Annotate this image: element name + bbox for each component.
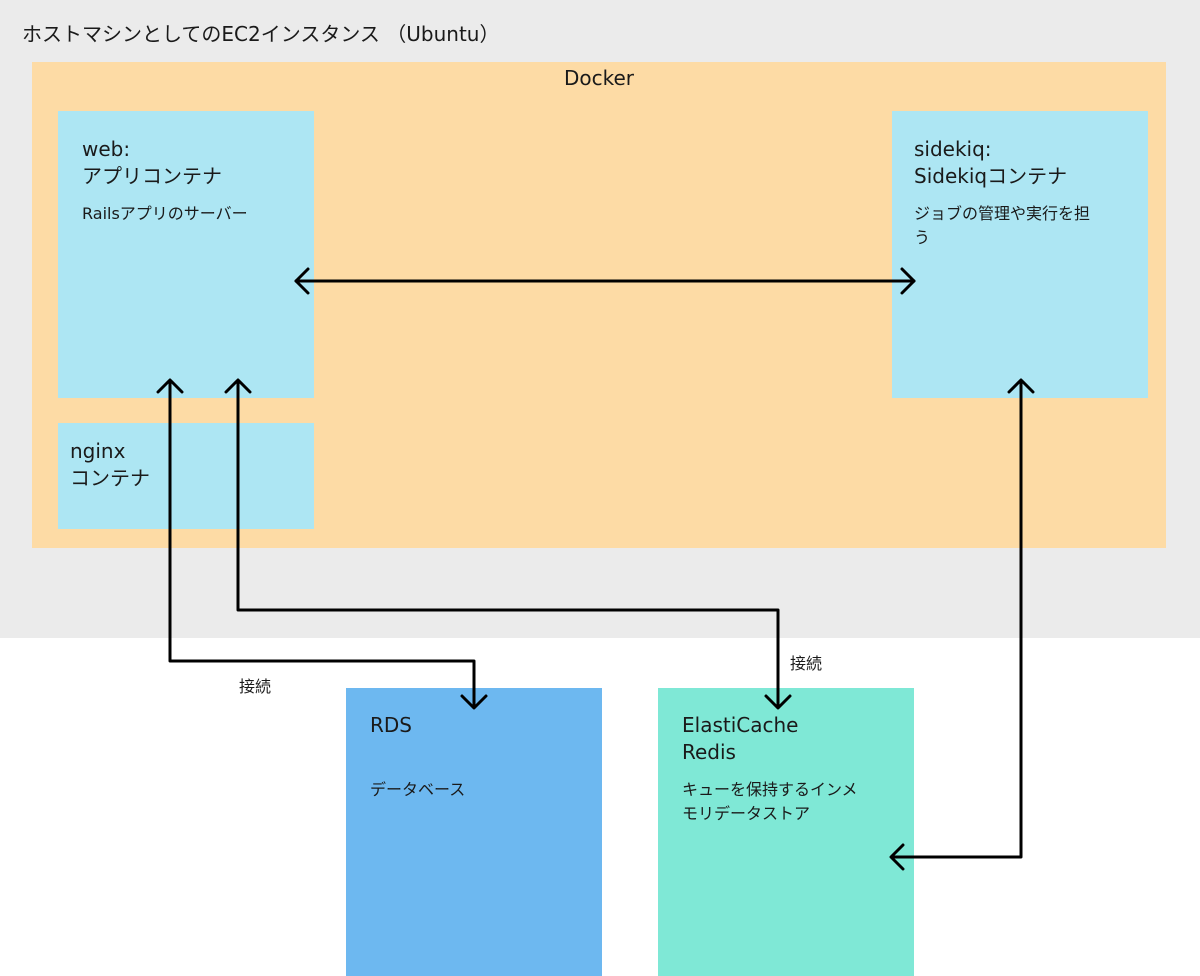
web-sidekiq-connector (294, 267, 916, 295)
sidekiq-name: sidekiq: (914, 137, 992, 161)
sidekiq-redis-connector (889, 378, 1035, 871)
redis-connection-label: 接続 (790, 654, 823, 673)
redis-description-line2: モリデータストア (682, 804, 811, 823)
redis-name: ElastiCache (682, 713, 799, 737)
web-label: アプリコンテナ (82, 164, 222, 188)
web-description: Railsアプリのサーバー (82, 204, 248, 223)
nginx-container-node: nginx コンテナ (58, 423, 314, 529)
redis-description-line1: キューを保持するインメ (682, 780, 858, 799)
sidekiq-container-node: sidekiq: Sidekiqコンテナ ジョブの管理や実行を担 う (892, 111, 1148, 398)
web-container-node: web: アプリコンテナ Railsアプリのサーバー (58, 111, 314, 398)
web-redis-connector (224, 378, 792, 710)
sidekiq-description-line2: う (914, 228, 931, 247)
rds-connection-label: 接続 (239, 677, 272, 696)
rds-title: RDS (370, 713, 412, 737)
web-name: web: (82, 137, 131, 161)
elasticache-redis-node: ElastiCache Redis キューを保持するインメ モリデータストア (658, 688, 914, 976)
rds-node: RDS データベース (346, 688, 602, 976)
sidekiq-label: Sidekiqコンテナ (914, 164, 1068, 188)
sidekiq-description-line1: ジョブの管理や実行を担 (914, 204, 1091, 223)
web-rds-connector (156, 378, 488, 710)
host-title: ホストマシンとしてのEC2インスタンス （Ubuntu） (22, 22, 500, 46)
docker-title: Docker (563, 66, 635, 90)
nginx-label: コンテナ (70, 466, 150, 490)
nginx-name: nginx (70, 439, 126, 463)
rds-description: データベース (370, 780, 466, 799)
redis-label: Redis (682, 740, 736, 764)
